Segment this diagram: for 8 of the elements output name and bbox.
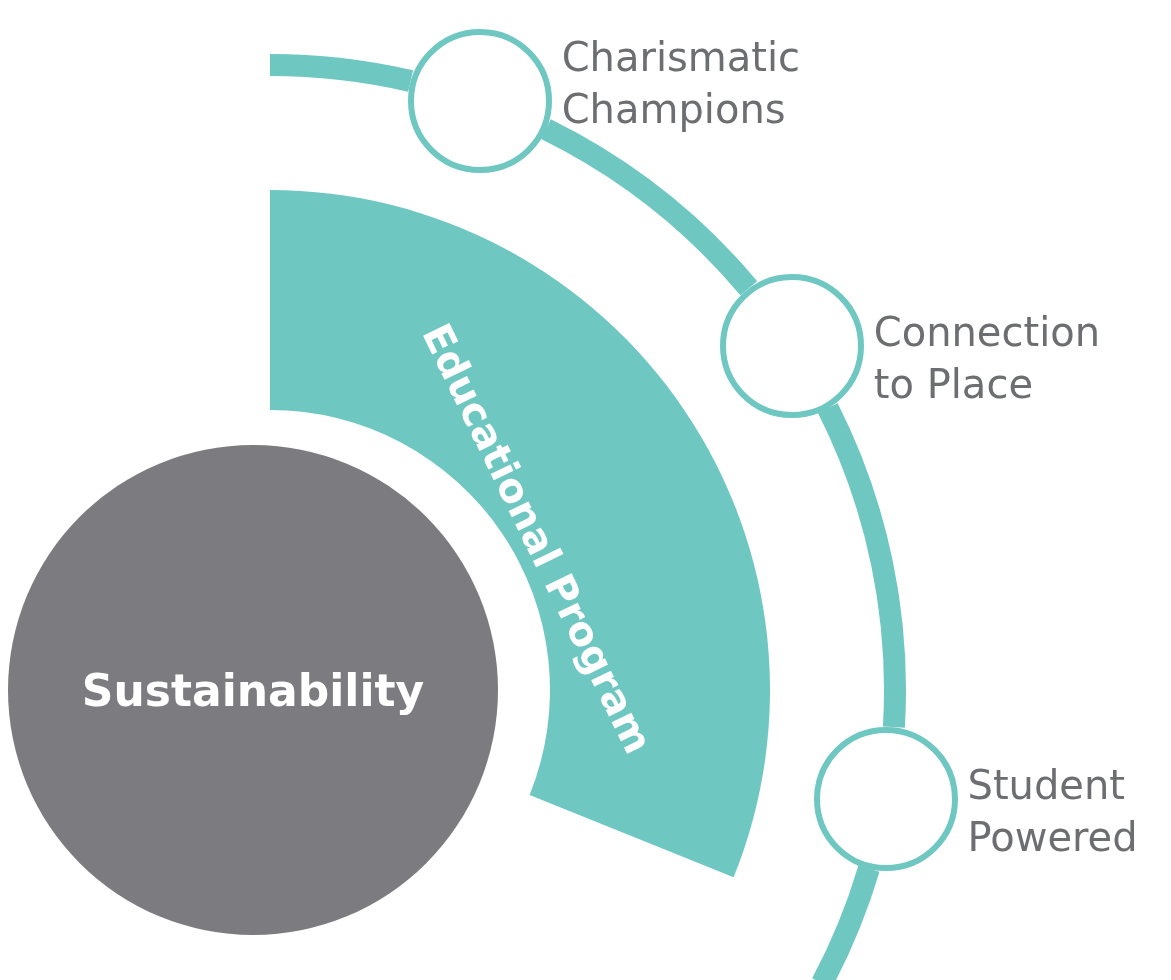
arc-connector [540,119,757,296]
arc-connector [269,54,413,92]
point-label: Charismatic Champions [561,33,802,135]
arc-connector [817,403,906,728]
point-label: Connection to Place [873,307,1102,409]
circle-label: Sustainability [81,664,425,716]
arc-connector [812,865,880,980]
point-label: Student Powered [967,760,1139,862]
